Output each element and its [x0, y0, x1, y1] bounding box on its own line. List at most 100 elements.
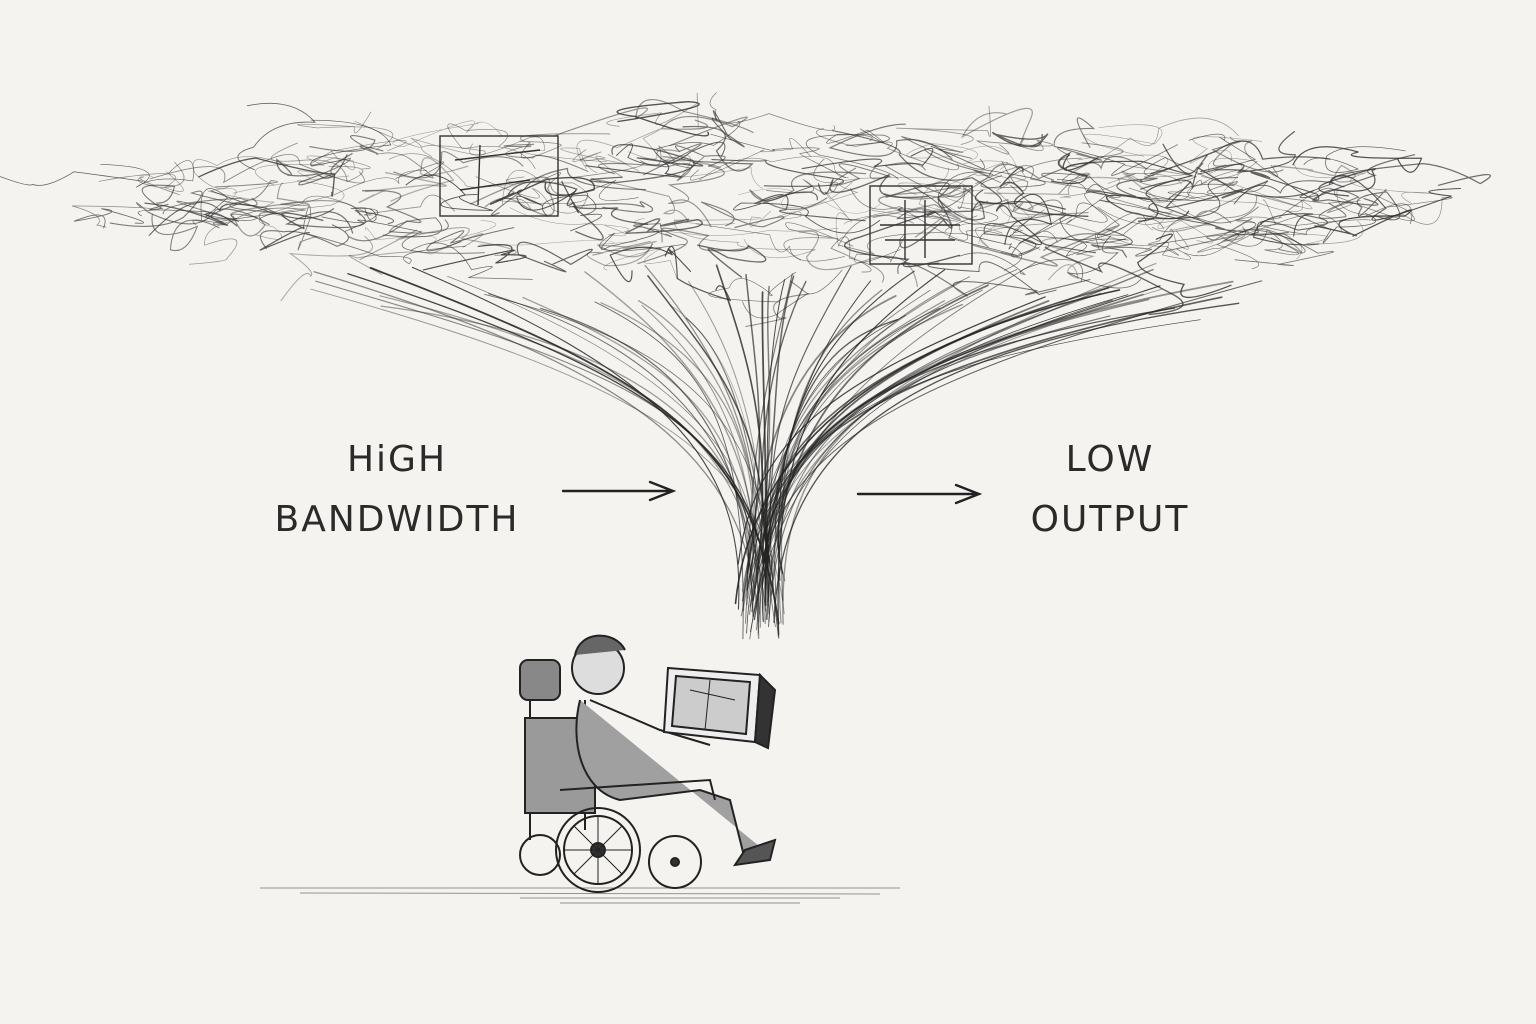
arrow-input	[561, 480, 677, 502]
tangle-stroke	[938, 199, 1032, 244]
tangle-stroke	[1128, 168, 1245, 200]
tangle-stroke	[971, 198, 1089, 216]
tangle-stroke	[599, 228, 686, 252]
funnel-stroke	[411, 266, 740, 610]
tangle-stroke	[933, 186, 999, 225]
tangle-stroke	[625, 218, 703, 234]
tangle-stroke	[1252, 213, 1320, 246]
tangle-stroke	[598, 156, 705, 182]
tangle-stroke	[405, 174, 493, 211]
high-bandwidth-label: HiGH BANDWIDTH	[262, 430, 532, 550]
tangle-stroke	[495, 176, 589, 211]
tangle-stroke	[259, 224, 349, 249]
tangle-stroke	[708, 271, 797, 303]
tangle-stroke	[906, 143, 1018, 171]
tangle-stroke	[1328, 174, 1462, 221]
tangle-stroke	[1285, 210, 1377, 244]
tangle-stroke	[1356, 189, 1401, 221]
tangle-stroke	[844, 207, 959, 225]
tangle-stroke	[73, 208, 144, 229]
funnel-stroke	[641, 304, 760, 623]
tangle-stroke	[1162, 143, 1315, 198]
tangle-stroke	[933, 167, 1037, 219]
funnel-stroke	[780, 289, 883, 601]
tangle-stroke	[297, 111, 394, 150]
tangle-stroke	[310, 119, 392, 167]
tangle-stroke	[1090, 228, 1133, 258]
funnel-stroke	[761, 296, 1223, 565]
tangle-stroke	[1216, 219, 1371, 270]
tangle-stroke	[1221, 226, 1303, 254]
tangle-stroke	[660, 115, 748, 147]
tangle-stroke	[516, 189, 577, 211]
tangle-stroke	[1234, 229, 1335, 266]
tangle-stroke	[674, 210, 771, 227]
tangle-stroke	[237, 102, 317, 171]
hair	[574, 634, 626, 656]
tangle-stroke	[689, 138, 811, 181]
tangle-stroke	[392, 120, 503, 148]
tangle-stroke	[276, 182, 361, 216]
tangle-stroke	[983, 222, 1096, 255]
tangle-stroke	[148, 202, 335, 236]
tangle-stroke	[348, 189, 422, 242]
tangle-stroke	[1195, 180, 1268, 224]
tangle-stroke	[503, 143, 589, 172]
arrows	[561, 480, 983, 505]
tangle-stroke	[754, 191, 866, 222]
tangle-stroke	[826, 128, 884, 144]
tangle-stroke	[962, 233, 1022, 271]
diagram-sketch-left	[454, 144, 541, 206]
tangle-stroke	[1152, 194, 1299, 233]
funnel-stroke	[777, 270, 915, 581]
tangle-stroke	[1303, 146, 1406, 173]
tangle-stroke	[230, 201, 302, 237]
ground-shading	[260, 887, 900, 904]
funnel-stroke	[774, 281, 961, 582]
funnel-stroke	[766, 286, 1110, 564]
tangle-stroke	[711, 110, 745, 148]
tangle-stroke	[542, 194, 603, 232]
tangle-stroke	[991, 131, 1049, 148]
tangle-stroke	[872, 203, 961, 238]
tangle-stroke	[254, 150, 355, 186]
tangle-stroke	[824, 181, 853, 248]
tangle-stroke	[469, 136, 608, 163]
tangle-stroke	[709, 92, 836, 131]
tangle-stroke	[699, 156, 849, 181]
tangle-stroke	[1065, 160, 1193, 198]
tangle-stroke	[189, 219, 238, 265]
tangle-stroke	[975, 222, 1133, 248]
funnel-stroke	[764, 303, 964, 624]
tangle-stroke	[830, 236, 885, 283]
tangle-stroke	[1279, 187, 1416, 222]
floating-diagram-frames	[439, 135, 973, 265]
tangle-stroke	[309, 135, 384, 155]
tangle-stroke	[490, 167, 647, 217]
tangle-stroke	[572, 149, 622, 178]
tangle-stroke	[959, 252, 1083, 282]
tangle-stroke	[1144, 234, 1240, 260]
tangle-stroke	[616, 141, 726, 166]
funnel-stroke	[734, 289, 1121, 605]
tangle-stroke	[321, 216, 485, 254]
tangle-stroke	[1076, 219, 1257, 257]
tangle-stroke	[749, 171, 867, 210]
tangle-stroke	[1206, 217, 1306, 254]
funnel-stroke	[310, 288, 785, 615]
tangle-stroke	[1042, 237, 1095, 281]
tangle-stroke	[568, 201, 654, 213]
tangle-stroke	[777, 177, 935, 220]
tangle-stroke	[1292, 146, 1423, 173]
tangle-stroke	[897, 262, 1091, 297]
tangle-stroke	[1137, 191, 1219, 203]
tangle-stroke	[944, 209, 1045, 234]
tangle-stroke	[603, 247, 678, 280]
tangle-stroke	[1097, 195, 1201, 226]
funnel-stroke	[315, 280, 759, 631]
tangle-stroke	[144, 202, 238, 227]
tangle-stroke	[297, 205, 317, 251]
tangle-stroke	[653, 120, 741, 169]
tangle-stroke	[306, 233, 467, 265]
low-text: LOW	[1065, 439, 1155, 480]
